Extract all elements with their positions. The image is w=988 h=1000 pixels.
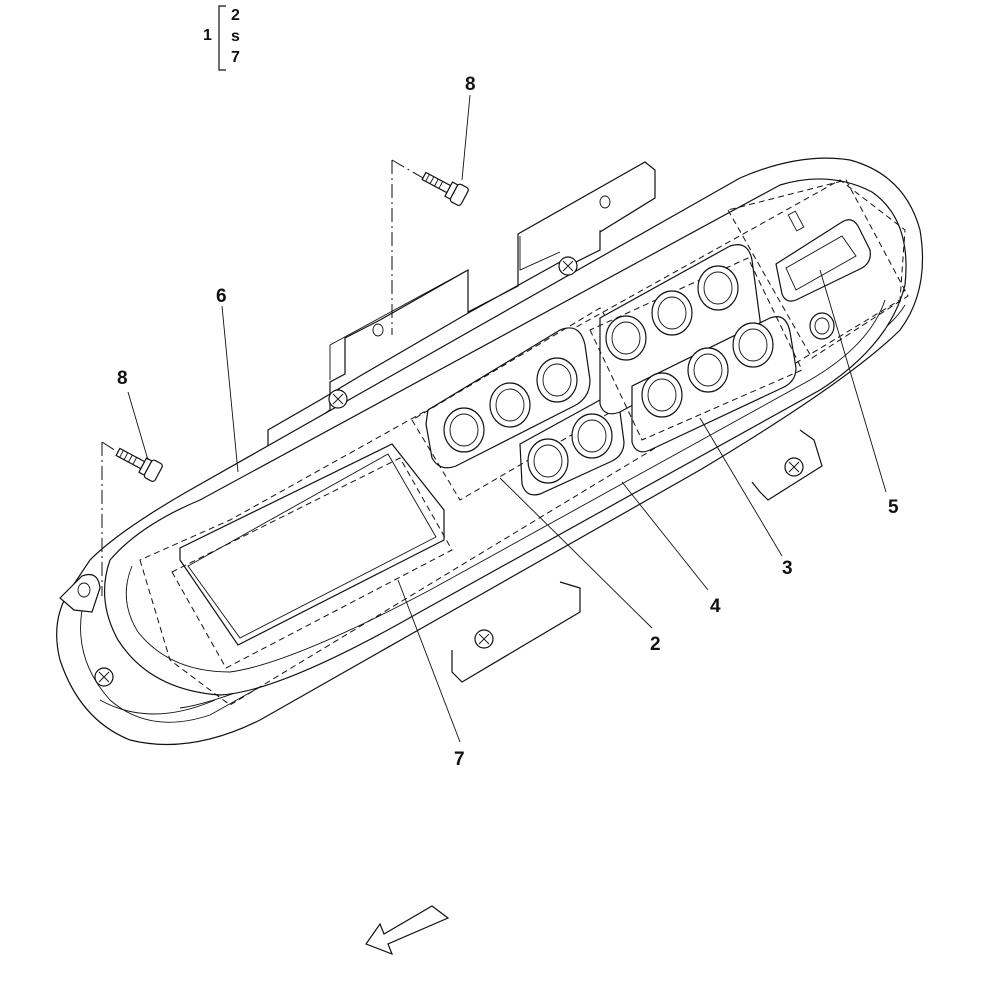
callout-8-left: 8 [117, 368, 128, 389]
panel-screw [474, 629, 494, 649]
leader-lines [127, 94, 887, 743]
assembly-bracket [218, 5, 226, 71]
bracket-hole [372, 323, 384, 337]
switch-group-3 [589, 244, 803, 453]
direction-arrow-icon [365, 905, 450, 956]
switch-5 [727, 179, 909, 359]
callout-7: 7 [454, 749, 465, 770]
panel-screw [558, 256, 578, 276]
screw-8-upper [391, 159, 469, 335]
panel-screw [94, 667, 114, 687]
screw-icon [421, 171, 469, 206]
mounting-bracket [267, 161, 656, 454]
screw-icon [115, 447, 163, 482]
callout-8-upper: 8 [465, 74, 476, 95]
bracket-hole [599, 195, 611, 209]
lcd-display [171, 443, 453, 669]
screw-8-left [101, 441, 163, 596]
assembly-child-label: 2 [231, 7, 240, 24]
callout-5: 5 [888, 497, 899, 518]
assembly-legend: 1 2 s 7 [203, 5, 240, 71]
callout-6: 6 [216, 286, 227, 307]
callouts: 8 8 6 5 3 4 2 7 [117, 74, 899, 770]
lower-tab [451, 581, 581, 683]
assembly-child-label: s [231, 28, 240, 45]
button-group-2 [443, 357, 613, 484]
callout-4: 4 [710, 596, 721, 617]
switch-group-2 [411, 307, 653, 501]
assembly-parent-label: 1 [203, 27, 212, 44]
panel-mount-lug [59, 573, 101, 613]
panel-screw [328, 389, 348, 409]
callout-2: 2 [650, 634, 661, 655]
button-group-3 [605, 265, 774, 418]
assembly-child-label: 7 [231, 49, 240, 66]
callout-3: 3 [782, 558, 793, 579]
panel-screw [784, 457, 804, 477]
